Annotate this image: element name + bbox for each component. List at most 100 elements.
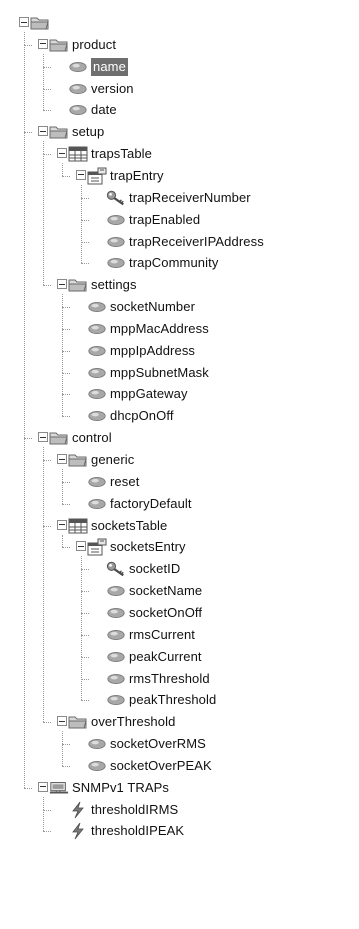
- folder-icon: [49, 36, 69, 54]
- tree-connector: [43, 88, 44, 111]
- tree-node[interactable]: version: [0, 78, 359, 100]
- entry-icon: [87, 167, 107, 185]
- collapse-toggle[interactable]: [38, 38, 48, 49]
- tree-connector: [81, 569, 89, 571]
- tree-node-label: factoryDefault: [110, 495, 192, 511]
- tree-connector: [24, 438, 32, 440]
- tree-node[interactable]: generic: [0, 449, 359, 471]
- tree-connector: [43, 722, 51, 724]
- tree-connector: [24, 132, 25, 439]
- tree-connector: [81, 656, 82, 679]
- leaf-object-icon: [87, 298, 107, 316]
- tree-node-label: product: [72, 36, 117, 52]
- lightning-icon: [68, 822, 88, 840]
- tree-connector: [43, 154, 51, 156]
- tree-connector: [24, 132, 32, 134]
- collapse-toggle[interactable]: [57, 279, 67, 290]
- tree-node[interactable]: thresholdIRMS: [0, 799, 359, 821]
- tree-node[interactable]: trapEnabled: [0, 209, 359, 231]
- tree-node[interactable]: thresholdIPEAK: [0, 820, 359, 842]
- tree-node[interactable]: control: [0, 427, 359, 449]
- tree-node[interactable]: dhcpOnOff: [0, 405, 359, 427]
- collapse-toggle[interactable]: [38, 781, 48, 792]
- leaf-object-icon: [106, 648, 126, 666]
- tree-connector: [43, 154, 44, 286]
- tree-node[interactable]: factoryDefault: [0, 493, 359, 515]
- tree-connector: [43, 809, 51, 811]
- tree-node[interactable]: trapReceiverNumber: [0, 187, 359, 209]
- tree-node[interactable]: trapCommunity: [0, 252, 359, 274]
- tree-node[interactable]: mppSubnetMask: [0, 362, 359, 384]
- folder-icon: [49, 123, 69, 141]
- collapse-toggle[interactable]: [57, 454, 67, 464]
- tree-node[interactable]: mppGateway: [0, 383, 359, 405]
- tree-connector: [81, 700, 89, 702]
- tree-connector: [81, 556, 82, 570]
- tree-node[interactable]: socketName: [0, 580, 359, 602]
- tree-node[interactable]: trapsTable: [0, 143, 359, 165]
- tree-connector: [81, 612, 82, 635]
- tree-node[interactable]: socketsEntry: [0, 536, 359, 558]
- tree-node[interactable]: rmsCurrent: [0, 624, 359, 646]
- tree-connector: [43, 66, 44, 89]
- tree-connector: [81, 219, 89, 221]
- tree-node[interactable]: SNMPv1 TRAPs: [0, 777, 359, 799]
- tree-node-label: mppMacAddress: [110, 320, 209, 336]
- tree-node[interactable]: mppIpAddress: [0, 340, 359, 362]
- leaf-object-icon: [68, 101, 88, 119]
- key-icon: [106, 189, 126, 207]
- tree-node[interactable]: date: [0, 99, 359, 121]
- tree-connector: [43, 110, 51, 112]
- tree-node[interactable]: overThreshold: [0, 711, 359, 733]
- tree-node[interactable]: settings: [0, 274, 359, 296]
- tree-connector: [81, 569, 82, 592]
- tree-node[interactable]: setup: [0, 121, 359, 143]
- tree-node[interactable]: trapReceiverIPAddress: [0, 231, 359, 253]
- collapse-toggle[interactable]: [57, 148, 67, 159]
- tree-connector: [81, 197, 82, 220]
- tree-node[interactable]: socketID: [0, 558, 359, 580]
- trap-group-icon: [49, 779, 69, 797]
- tree-connector: [81, 219, 82, 242]
- collapse-toggle[interactable]: [19, 17, 29, 27]
- collapse-toggle[interactable]: [38, 126, 48, 137]
- tree-connector: [43, 141, 44, 155]
- tree-node-label: trapEnabled: [129, 211, 201, 227]
- tree-node[interactable]: socketNumber: [0, 296, 359, 318]
- tree-node-label: control: [72, 430, 112, 446]
- tree-connector: [81, 263, 89, 265]
- tree-node-label: thresholdIPEAK: [91, 823, 185, 839]
- collapse-toggle[interactable]: [76, 169, 86, 180]
- tree-node[interactable]: socketsTable: [0, 515, 359, 537]
- tree-node[interactable]: product: [0, 34, 359, 56]
- collapse-toggle[interactable]: [57, 519, 67, 530]
- tree-connector: [62, 350, 63, 373]
- leaf-object-icon: [87, 407, 107, 425]
- tree-node-label: thresholdIRMS: [91, 801, 179, 817]
- tree-node[interactable]: peakCurrent: [0, 646, 359, 668]
- tree-node[interactable]: trapEntry: [0, 165, 359, 187]
- tree-node[interactable]: reset: [0, 471, 359, 493]
- tree-connector: [43, 525, 51, 527]
- table-icon: [68, 145, 88, 163]
- collapse-toggle[interactable]: [76, 541, 86, 552]
- tree-connector: [81, 634, 82, 657]
- tree-node[interactable]: rmsThreshold: [0, 668, 359, 690]
- tree-connector: [62, 503, 70, 505]
- tree-node[interactable]: socketOnOff: [0, 602, 359, 624]
- tree-connector: [62, 163, 63, 176]
- tree-node[interactable]: name: [0, 56, 359, 78]
- tree-connector: [62, 469, 63, 482]
- tree-node[interactable]: socketOverRMS: [0, 733, 359, 755]
- collapse-toggle[interactable]: [38, 432, 48, 443]
- tree-node[interactable]: peakThreshold: [0, 689, 359, 711]
- tree-node-label: trapCommunity: [129, 255, 219, 271]
- tree-node-label: socketName: [129, 583, 203, 599]
- collapse-toggle[interactable]: [57, 716, 67, 727]
- tree-node[interactable]: socketOverPEAK: [0, 755, 359, 777]
- leaf-object-icon: [68, 80, 88, 98]
- tree-node[interactable]: [0, 12, 359, 34]
- leaf-object-icon: [106, 626, 126, 644]
- tree-node[interactable]: mppMacAddress: [0, 318, 359, 340]
- tree-connector: [62, 294, 63, 308]
